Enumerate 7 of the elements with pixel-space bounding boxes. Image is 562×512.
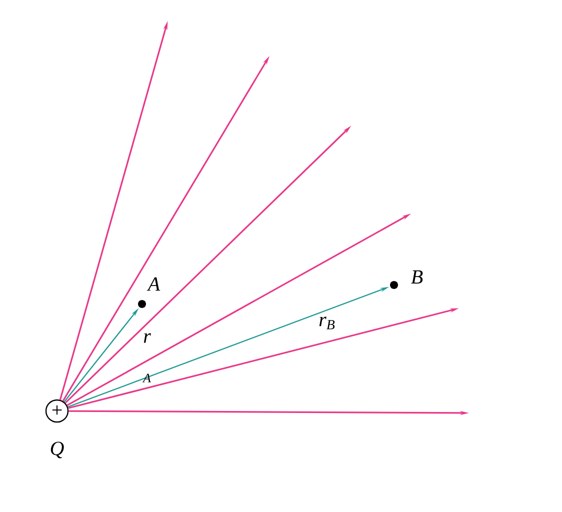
point-dot <box>390 281 398 289</box>
edge-label: r$_{B}$ <box>319 316 335 330</box>
point-label: Q <box>50 442 64 458</box>
point-label: A <box>146 277 160 291</box>
point-dot <box>138 300 146 308</box>
point-label: B <box>411 270 423 284</box>
edge-label: r <box>144 333 151 343</box>
